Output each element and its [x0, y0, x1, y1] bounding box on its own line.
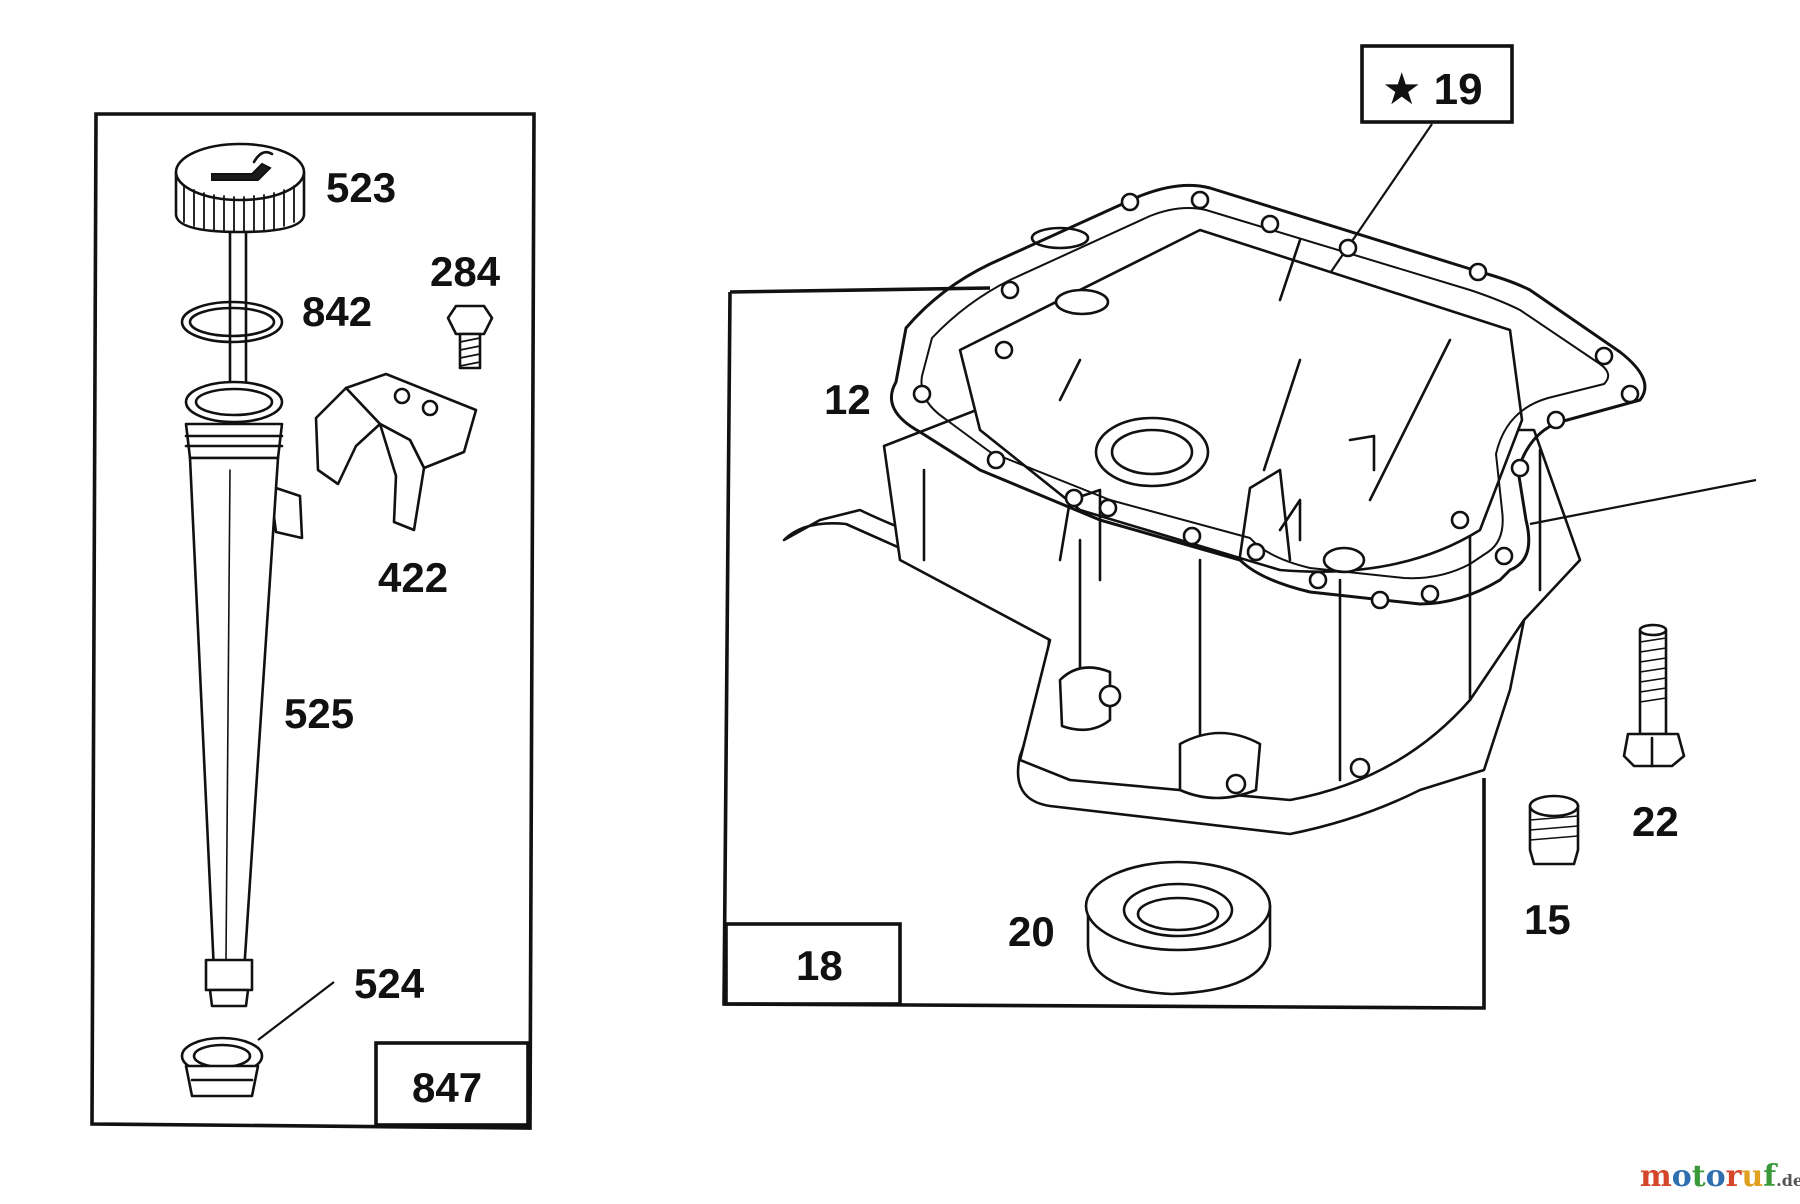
- screw: [446, 304, 494, 370]
- label-star-19: ★ 19: [1382, 65, 1483, 114]
- engine-sump: [782, 226, 1582, 836]
- wm-suffix: .de: [1776, 1171, 1800, 1190]
- left-group-dipstick-tube: 847: [90, 112, 536, 1130]
- label-525: 525: [284, 690, 354, 737]
- left-group-frame: [90, 112, 536, 1130]
- label-22: 22: [1632, 798, 1679, 845]
- label-842: 842: [302, 288, 372, 335]
- label-15: 15: [1524, 896, 1571, 943]
- label-12: 12: [824, 376, 871, 423]
- bolt: [1622, 623, 1686, 768]
- oil-can-icon: [211, 162, 272, 181]
- wm-letter-5: r: [1726, 1159, 1743, 1194]
- bracket: [314, 372, 478, 532]
- wm-letter-3: t: [1692, 1159, 1706, 1194]
- label-20: 20: [1008, 908, 1055, 955]
- seal: [180, 1036, 264, 1098]
- gasket: [890, 183, 1647, 610]
- wm-letter-2: o: [1672, 1159, 1692, 1194]
- drain-plug: [1528, 794, 1580, 866]
- dipstick-tube: [184, 380, 304, 1008]
- watermark-logo: motoruf.de: [1640, 1159, 1800, 1194]
- label-284: 284: [430, 248, 501, 295]
- o-ring: [180, 300, 284, 344]
- wm-letter-7: f: [1763, 1159, 1778, 1194]
- wm-letter-4: o: [1706, 1159, 1726, 1194]
- star-19-box: [1360, 44, 1514, 124]
- wm-letter-6: u: [1741, 1159, 1763, 1194]
- left-group-label-box: [374, 1041, 530, 1127]
- leader-12-right: [1529, 478, 1757, 526]
- svg-text:motoruf.de: motoruf.de: [1640, 1159, 1800, 1194]
- right-group-label-box: [724, 922, 902, 1006]
- label-422: 422: [378, 554, 448, 601]
- dipstick-cap: [174, 142, 306, 422]
- label-524: 524: [354, 960, 425, 1007]
- wm-letter-1: m: [1640, 1159, 1672, 1194]
- label-523: 523: [326, 164, 396, 211]
- label-847: 847: [412, 1064, 482, 1111]
- leader-524: [257, 981, 335, 1041]
- label-18: 18: [796, 942, 843, 989]
- right-group-sump: 18 ★ 19: [722, 44, 1757, 1010]
- oil-seal: [1084, 860, 1272, 996]
